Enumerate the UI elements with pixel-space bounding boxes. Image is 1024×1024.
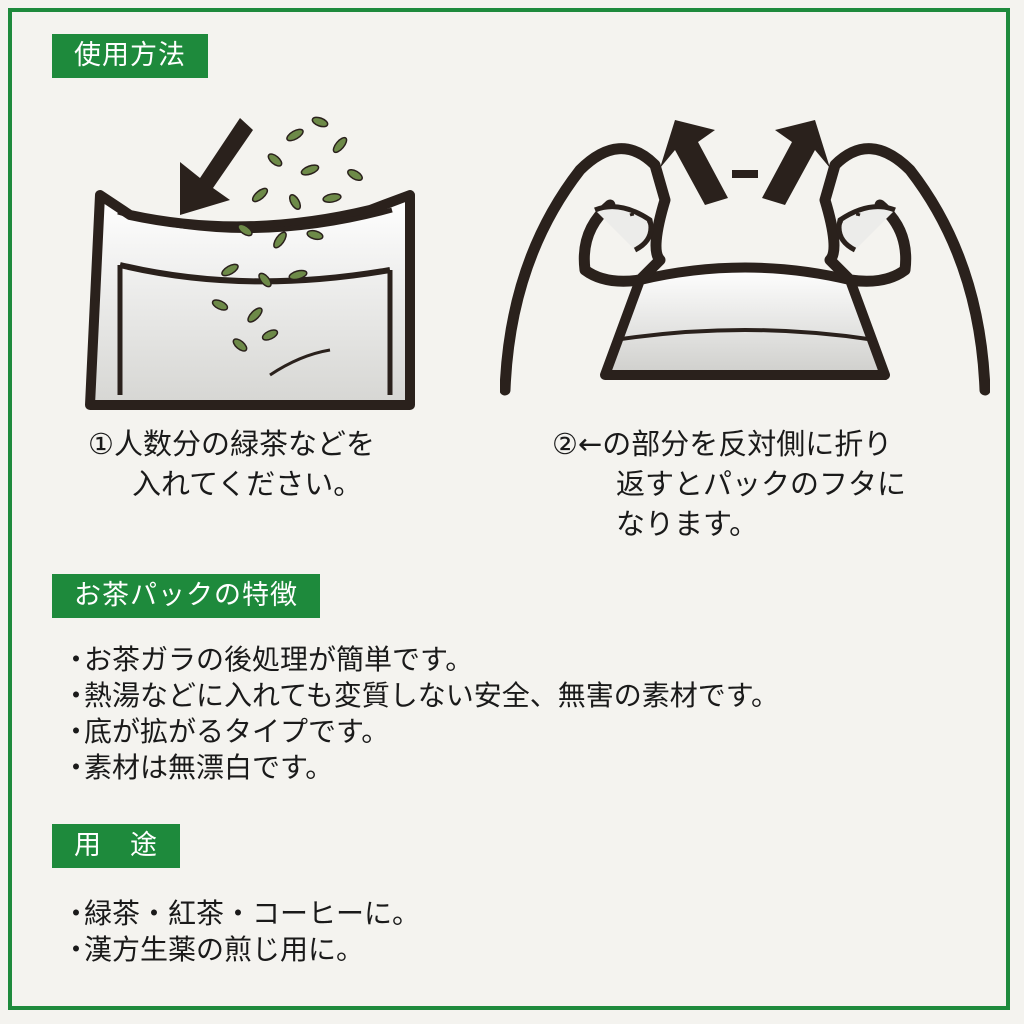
fold-pack-illustration (500, 120, 990, 396)
uses-list: ・緑茶・紅茶・コーヒーに。 ・漢方生薬の煎じ用に。 (62, 896, 420, 968)
step1-caption: ①人数分の緑茶などを 入れてください。 (88, 424, 375, 504)
features-list: ・お茶ガラの後処理が簡単です。 ・熱湯などに入れても変質しない安全、無害の素材で… (62, 642, 779, 786)
list-item: ・漢方生薬の煎じ用に。 (62, 933, 365, 966)
list-item: ・素材は無漂白です。 (62, 751, 334, 784)
step2-line2: 返すとパックのフタに (616, 467, 907, 501)
usage-heading: 使用方法 (52, 34, 208, 78)
step1-line2: 入れてください。 (132, 467, 363, 501)
step2-line1: ②←の部分を反対側に折り (552, 427, 893, 461)
features-heading: お茶パックの特徴 (52, 574, 320, 618)
list-item: ・底が拡がるタイプです。 (62, 715, 390, 748)
page-border (8, 8, 1010, 1010)
list-item: ・お茶ガラの後処理が簡単です。 (62, 643, 474, 676)
uses-heading: 用 途 (52, 824, 180, 868)
list-item: ・熱湯などに入れても変質しない安全、無害の素材です。 (62, 679, 779, 712)
list-item: ・緑茶・紅茶・コーヒーに。 (62, 897, 421, 930)
step1-line1: ①人数分の緑茶などを (88, 427, 375, 461)
step2-line3: なります。 (616, 507, 759, 541)
step2-caption: ②←の部分を反対側に折り 返すとパックのフタに なります。 (552, 424, 906, 544)
fill-pack-illustration (85, 116, 415, 410)
